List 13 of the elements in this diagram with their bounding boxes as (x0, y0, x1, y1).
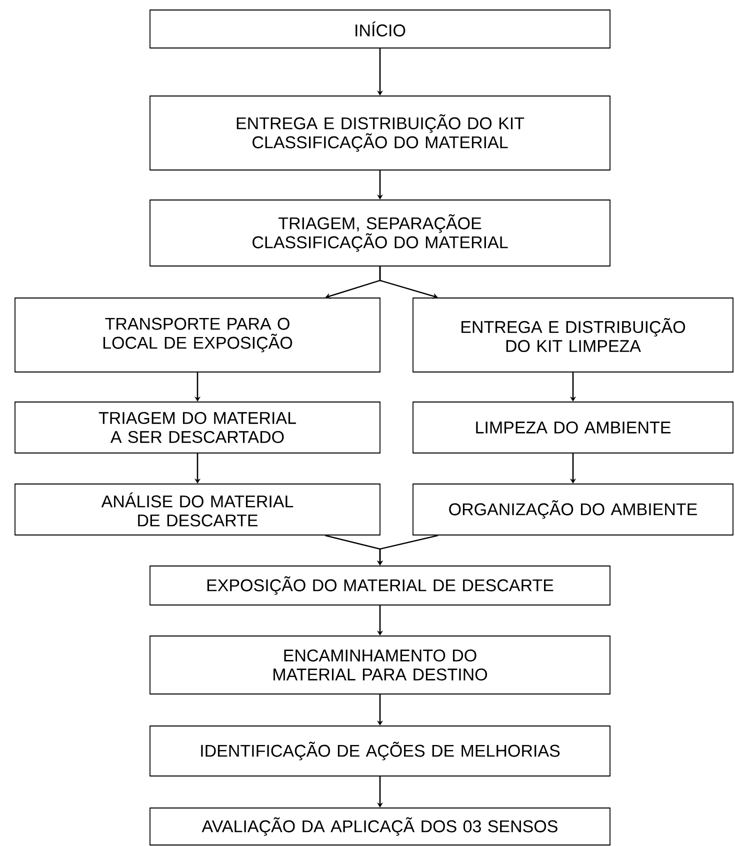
process-box: ENCAMINHAMENTO DO MATERIAL PARA DESTINO (150, 636, 610, 694)
process-box: TRIAGEM DO MATERIAL A SER DESCARTADO (14, 402, 380, 454)
process-box: LIMPEZA DO AMBIENTE (412, 402, 734, 454)
process-box: ORGANIZAÇÃO DO AMBIENTE (412, 484, 734, 536)
process-box: TRIAGEM, SEPARAÇÃOE CLASSIFICAÇÃO DO MATERIAL (150, 200, 610, 266)
process-box: INÍCIO (150, 10, 610, 48)
process-box: EXPOSIÇÃO DO MATERIAL DE DESCARTE (150, 566, 610, 606)
process-box: AVALIAÇÃO DA APLICAÇÃ DOS 03 SENSOS (150, 808, 610, 846)
process-box: ENTREGA E DISTRIBUIÇÃO DO KIT LIMPEZA (412, 298, 734, 372)
process-box: TRANSPORTE PARA O LOCAL DE EXPOSIÇÃO (14, 298, 380, 372)
process-box: ANÁLISE DO MATERIAL DE DESCARTE (14, 484, 380, 536)
process-box: IDENTIFICAÇÃO DE AÇÕES DE MELHORIAS (150, 726, 610, 776)
process-box: ENTREGA E DISTRIBUIÇÃO DO KIT CLASSIFICAÇÃO DO MATERIAL (150, 96, 610, 170)
